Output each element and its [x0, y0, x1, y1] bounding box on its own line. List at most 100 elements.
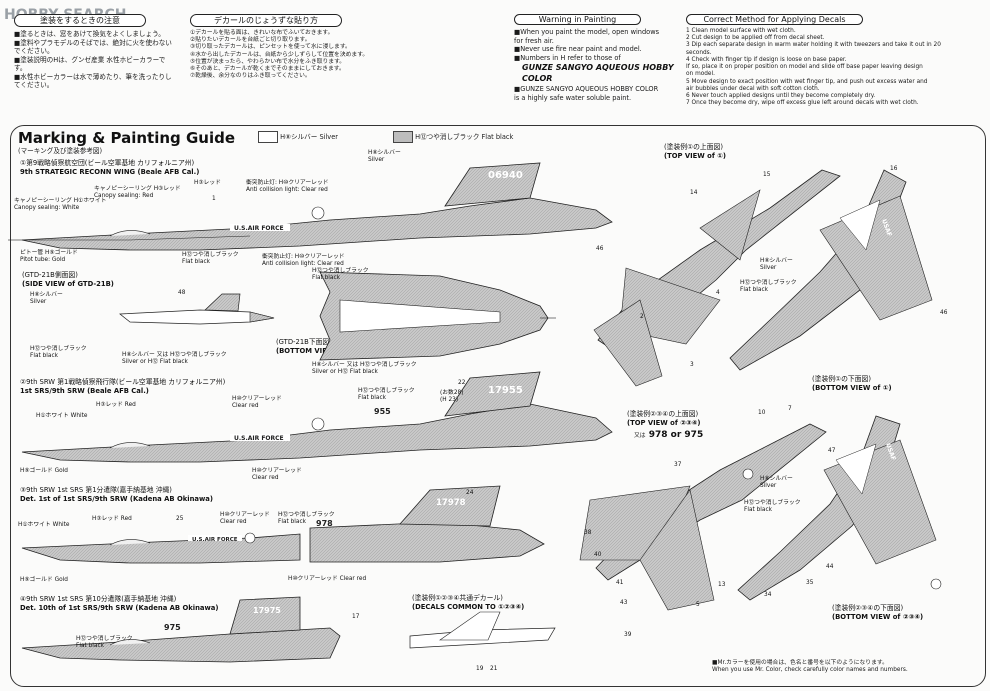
decal-method-jp-title: デカールのじょうずな貼り方 [190, 14, 342, 27]
section-11-jp: (塗装例①②③④共通デカール) [412, 594, 503, 602]
callout-gtd-silver-or-black: H⑧シルバー 又は H⑫つや消しブラック Silver or H⑫ Flat b… [122, 352, 227, 366]
callout-a1-silver-en: Silver [368, 156, 385, 163]
caution-line-2: ■塗料やプラモデルのそばでは、絶対に火を使わないでください。 [14, 38, 172, 56]
section-10-heading: (塗装例②③④の下面図) (BOTTOM VIEW of ②③④) [832, 604, 923, 622]
callout-a2-red-en: Red [124, 402, 136, 408]
legend-black: H⑫つや消しブラック Flat black [393, 131, 513, 143]
callout-tv234-black: H⑫つや消しブラック Flat black [744, 500, 801, 514]
callout-a1-canopy-white: キャノピーシーリング H①ホワイト Canopy sealing: White [14, 198, 106, 212]
section-6-heading: ④9th SRW 1st SRS 第10分遣隊(嘉手納基地 沖縄) Det. 1… [20, 595, 219, 613]
decal-jp-line-7: ⑦乾燥後、余分なのりはふき取ってください。 [190, 73, 311, 80]
decal-jp-line-4: ④水から出したデカールは、台紙から少しずらして位置を決めます。 [190, 51, 369, 58]
callout-a2-gold-en: Gold [54, 468, 68, 474]
serial-a2: 17955 [488, 385, 523, 396]
section-6-jp: ④9th SRW 1st SRS 第10分遣隊(嘉手納基地 沖縄) [20, 595, 177, 603]
section-5-jp: ③9th SRW 1st SRS 第1分遣隊(嘉手納基地 沖縄) [20, 486, 172, 494]
callout-a3-black-jp: H⑫つや消しブラック [278, 512, 335, 518]
correct-decal-method: Correct Method for Applying Decals 1 Cle… [686, 14, 984, 108]
correct-line-3: 3 Dip each separate design in warm water… [686, 42, 941, 49]
callout-tv234-silver: H⑧シルバー Silver [760, 476, 793, 490]
legend-black-label: H⑫つや消しブラック Flat black [415, 133, 514, 141]
roundel-2 [930, 578, 942, 590]
callout-a1-anticol: 衝突防止灯: H⑩クリアーレッド Anti collision light: C… [246, 180, 329, 194]
section-4-en: 1st SRS/9th SRW (Beale AFB Cal.) [20, 386, 149, 395]
serial-a3-nose: 978 [316, 519, 333, 528]
callout-a2-white: H①ホワイト White [36, 413, 87, 420]
section-9-heading: (塗装例②③④の上面図) (TOP VIEW of ②③④) [627, 410, 701, 428]
correct-title: Correct Method for Applying Decals [686, 14, 863, 25]
callout-gtd-black-jp: H⑫つや消しブラック [30, 346, 87, 352]
callout-a2-clearred-2: H⑩クリアーレッド Clear red [252, 468, 302, 482]
gtd21b-side-view [119, 293, 275, 325]
common-decals-view [409, 611, 556, 649]
section-1-en: 9th STRATEGIC RECONN WING (Beale AFB Cal… [20, 167, 200, 176]
painting-caution-title: 塗装をするときの注意 [14, 14, 146, 27]
part-24: 24 [466, 490, 474, 496]
callout-a1-red: H③レッド [194, 180, 221, 187]
part-46b: 46 [940, 310, 948, 316]
callout-a3-red-en: Red [120, 516, 132, 522]
callout-a2-gold-jp: H⑨ゴールド [20, 468, 53, 474]
guide-title: Marking & Painting Guide [18, 129, 236, 147]
section-7-en: (TOP VIEW of ①) [664, 151, 727, 160]
correct-line-9: air bubbles under decal with soft cotton… [686, 85, 820, 92]
serial-a4-nose: 975 [164, 623, 181, 632]
correct-line-8: 5 Move design to exact position with wet… [686, 78, 928, 85]
callout-gtd-black-en: Flat black [30, 352, 58, 359]
aircraft-3-side-view [21, 485, 545, 564]
callout-a1-pitot: ピトー管 H⑨ゴールド Pitot tube: Gold [20, 250, 78, 264]
callout-tv234-black-en: Flat black [744, 506, 772, 513]
callout-gtd-bottom-black: H⑫つや消しブラック Flat black [312, 268, 369, 282]
section-7-jp: (塗装例①の上面図) [664, 143, 723, 151]
correct-line-10: 6 Never touch applied designs until they… [686, 93, 876, 100]
callout-tv234-silver-en: Silver [760, 482, 777, 489]
part-46: 46 [596, 246, 604, 252]
section-1-jp: ①第9戦略偵察航空団(ビール空軍基地 カリフォルニア州) [20, 159, 195, 167]
decal-method-jp: デカールのじょうずな貼り方 ①デカールを貼る面は、きれいな布でふいておきます。 … [190, 14, 490, 81]
decal-jp-line-6: ⑥そのあと、デカールが乾くまでそのままにしておきます。 [190, 66, 345, 73]
section-10-jp: (塗装例②③④の下面図) [832, 604, 904, 612]
section-2-heading: (GTD-21B側面図) (SIDE VIEW of GTD-21B) [22, 271, 114, 289]
section-2-jp: (GTD-21B側面図) [22, 271, 78, 279]
part-48: 48 [178, 290, 186, 296]
caution-line-4: ■水性ホビーカラーは水で薄めたり、筆を洗ったりしてください。 [14, 72, 172, 90]
gunze-brand-3: COLOR [522, 73, 553, 83]
callout-a2-clearred: H⑩クリアーレッド Clear red [232, 396, 282, 410]
callout-a3-gold: H⑨ゴールド Gold [20, 577, 68, 584]
callout-tv1-silver-en: Silver [760, 264, 777, 271]
callout-a3-clearred: H⑩クリアーレッド Clear red [220, 512, 270, 526]
guide-subtitle: (マーキング及び塗装参考図) [18, 147, 103, 155]
callout-a2-black-en: Flat black [358, 394, 386, 401]
guide-frame [10, 125, 986, 687]
correct-line-2: 2 Cut design to be applied off from deca… [686, 35, 825, 42]
usaf-a3: U.S.AIR FORCE [192, 537, 238, 543]
callout-a1-canopy-white-jp: キャノピーシーリング H①ホワイト [14, 198, 107, 204]
section-1-heading: ①第9戦略偵察航空団(ビール空軍基地 カリフォルニア州) 9th STRATEG… [20, 159, 199, 177]
correct-line-7: on model. [686, 71, 715, 78]
section-4-heading: ②9th SRW 第1戦略偵察飛行隊(ビール空軍基地 カリフォルニア州) 1st… [20, 378, 225, 396]
callout-a3-red: H③レッド Red [92, 516, 132, 523]
part-41: 41 [616, 580, 624, 586]
warning-line-5: ■GUNZE SANGYO AQUEOUS HOBBY COLOR [514, 85, 659, 94]
guide-title-block: Marking & Painting Guide (マーキング及び塗装参考図) [18, 129, 235, 156]
part-1: 1 [212, 196, 216, 202]
callout-gtd-sob-en: Silver or H⑫ Flat black [122, 358, 188, 365]
callout-a1-anticol2-jp: 衝突防止灯: H⑩クリアーレッド [262, 254, 345, 260]
caution-line-1: ■塗るときは、窓をあけて換気をよくしましょう。 [14, 30, 165, 38]
footer-en: When you use Mr. Color, check carefully … [712, 667, 908, 674]
part-22: 22 [458, 380, 466, 386]
section-2-en: (SIDE VIEW of GTD-21B) [22, 279, 114, 288]
part-37: 37 [674, 462, 682, 468]
callout-a2-clearred-en: Clear red [232, 402, 259, 409]
aircraft-2-side-view [21, 371, 613, 463]
callout-gtd-bottom-sob: H⑧シルバー 又は H⑫つや消しブラック Silver or H⑫ Flat b… [312, 362, 417, 376]
callout-a2-black-jp: H⑫つや消しブラック [358, 388, 415, 394]
callout-a2-white-jp: H①ホワイト [36, 413, 69, 419]
callout-gtd-silver: H⑧シルバー Silver [30, 292, 63, 306]
correct-line-1: 1 Clean model surface with wet cloth. [686, 28, 796, 34]
callout-a1-silver-jp: H⑧シルバー [368, 150, 401, 156]
part-10: 10 [758, 410, 766, 416]
aircraft-1-top-view [593, 169, 841, 387]
callout-a1-canopy-red: キャノピーシーリング H③レッド Canopy sealing: Red [94, 186, 181, 200]
